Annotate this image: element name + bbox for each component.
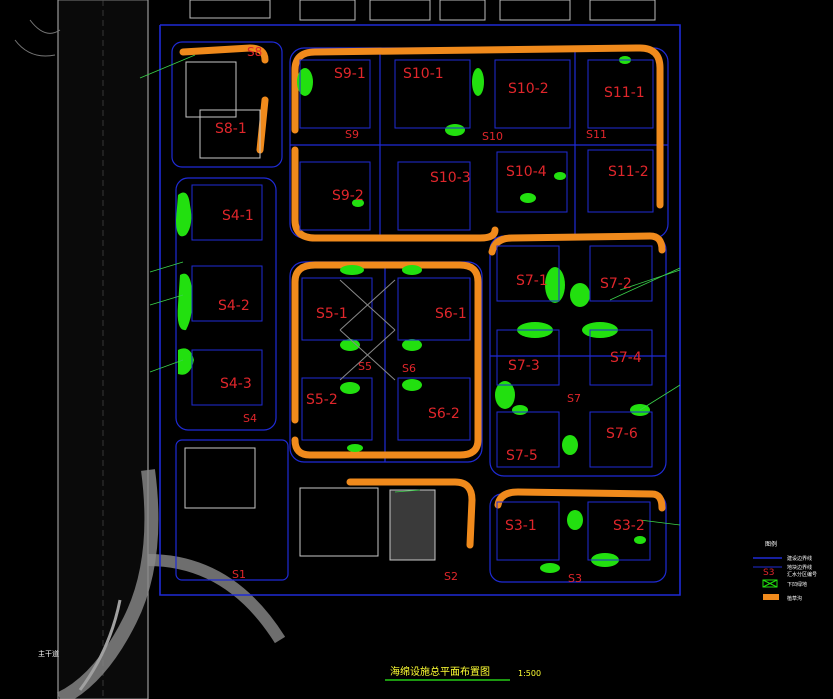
building-label: S6-2: [428, 406, 460, 422]
building-label: S9-1: [334, 66, 366, 82]
building-label: S7-1: [516, 273, 548, 289]
legend-item-3: 下凹绿地: [787, 581, 807, 588]
legend-item-4: 植草沟: [787, 595, 802, 602]
zone-label-s8: S8: [247, 45, 262, 59]
legend-swatch-garden: [762, 579, 778, 588]
building-label: S4-2: [218, 298, 250, 314]
building-label: S3-1: [505, 518, 537, 534]
building-label: S11-1: [604, 85, 645, 101]
drawing-title: 海绵设施总平面布置图: [390, 665, 490, 678]
building-label: S10-3: [430, 170, 471, 186]
building-label: S6-1: [435, 306, 467, 322]
leader-lines: [139, 54, 681, 526]
zone-label-s9: S9: [345, 128, 359, 141]
zone-label-s1: S1: [232, 568, 246, 581]
building-label: S7-5: [506, 448, 538, 464]
legend-swatch-zone: S3: [763, 568, 774, 578]
zone-label-s3: S3: [568, 572, 582, 585]
building-label: S10-2: [508, 81, 549, 97]
zone-label-s2: S2: [444, 570, 458, 583]
building-label: S8-1: [215, 121, 247, 137]
swales: [179, 44, 666, 549]
building-label: S5-1: [316, 306, 348, 322]
legend-title: 图例: [765, 540, 777, 548]
building-label: S7-4: [610, 350, 642, 366]
zone-label-s10: S10: [482, 130, 503, 143]
legend: 图例 建设边界线 地块边界线 S3 汇水分区编号 下凹绿地 植草沟: [753, 540, 817, 602]
building-label: S4-3: [220, 376, 252, 392]
drawing-scale: 1:500: [518, 669, 541, 678]
zone-label-s4: S4: [243, 412, 257, 425]
building-label: S7-6: [606, 426, 638, 442]
drawing-title-block: 海绵设施总平面布置图 1:500: [385, 665, 541, 681]
road-label: 主干道: [38, 649, 59, 658]
zone-label-s11: S11: [586, 128, 607, 141]
legend-swatch-swale: [763, 594, 779, 600]
building-label: S4-1: [222, 208, 254, 224]
building-label: S10-4: [506, 164, 547, 180]
building-label: S9-2: [332, 188, 364, 204]
building-label: S10-1: [403, 66, 444, 82]
main-road: [14, 0, 286, 699]
legend-item-0: 建设边界线: [787, 555, 812, 562]
building-label: S5-2: [306, 392, 338, 408]
zone-label-s5: S5: [358, 360, 372, 373]
building-label: S11-2: [608, 164, 649, 180]
legend-item-2: 汇水分区编号: [787, 571, 817, 578]
building-label: S3-2: [613, 518, 645, 534]
top-buildings: [189, 0, 656, 21]
building-label: S7-2: [600, 276, 632, 292]
zone-label-s6: S6: [402, 362, 416, 375]
construction-boundary: [159, 24, 681, 596]
rain-gardens: [176, 56, 650, 573]
building-footprints: [184, 59, 654, 561]
zone-label-s7: S7: [567, 392, 581, 405]
legend-item-1: 地块边界线: [787, 564, 812, 571]
building-label: S7-3: [508, 358, 540, 374]
